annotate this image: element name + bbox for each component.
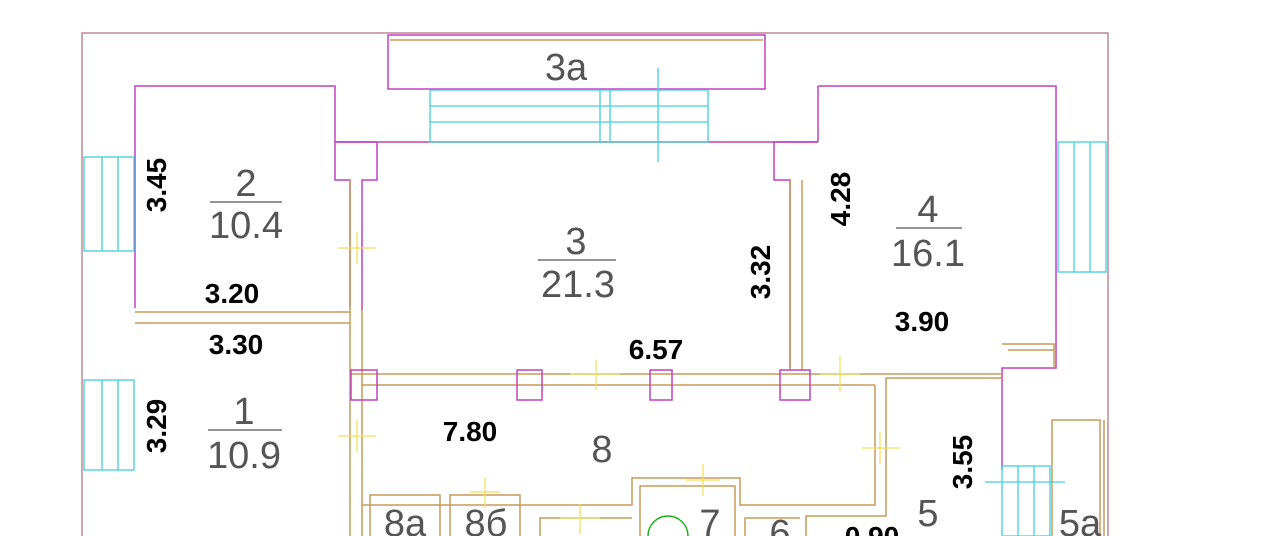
room-4-number: 4 [917, 189, 938, 231]
room-3-left-column [335, 141, 378, 310]
room-3-right-column [773, 141, 818, 368]
dimension-6-57: 6.57 [629, 334, 684, 365]
room-5-corner [1002, 343, 1055, 368]
column [779, 369, 811, 401]
dimension-3-29: 3.29 [141, 399, 172, 454]
room-8b-label: 8б [465, 503, 508, 536]
window-room-1 [83, 379, 135, 471]
room-3a-label: 3a [545, 47, 588, 89]
toilet-fixture [647, 515, 689, 536]
window-room-5 [985, 465, 1065, 536]
room-6-label: 6 [769, 513, 790, 536]
dimension-7-80: 7.80 [443, 416, 498, 447]
room-4-wall [818, 85, 1057, 470]
room-7-wall [639, 485, 736, 536]
room-8a-wall [369, 494, 441, 536]
room-5a-wall [1051, 419, 1101, 536]
balcony-door [429, 68, 709, 162]
column [350, 369, 378, 401]
room-3-area: 21.3 [541, 264, 615, 306]
dimension-3-30: 3.30 [209, 329, 264, 360]
room-7-label: 7 [699, 503, 720, 536]
door-markers [338, 232, 900, 534]
window-room-2 [83, 156, 135, 252]
dimension-3-45: 3.45 [141, 158, 172, 213]
balcony-3a-outline [387, 34, 766, 90]
room-4-area: 16.1 [891, 233, 965, 275]
room-8a-label: 8a [384, 503, 427, 536]
room-5-label: 5 [917, 493, 938, 535]
dimension-3-55: 3.55 [947, 435, 978, 490]
room-1-number: 1 [233, 391, 254, 433]
dimension-3-90: 3.90 [895, 306, 950, 337]
dimension-partial: 0.90 [845, 521, 900, 536]
dimension-4-28: 4.28 [825, 172, 856, 227]
room-2-area: 10.4 [209, 205, 283, 247]
outer-wall [81, 32, 1109, 536]
dimension-3-20: 3.20 [205, 278, 260, 309]
window-room-4 [1057, 141, 1107, 273]
column [649, 369, 673, 401]
room-8-label: 8 [591, 429, 612, 471]
room-6-wall [744, 517, 800, 536]
room-6-wall [539, 517, 632, 536]
room-3-number: 3 [565, 221, 586, 263]
column [516, 369, 543, 401]
dimension-3-32: 3.32 [745, 245, 776, 300]
room-2-number: 2 [235, 163, 256, 205]
corridor-right-wall-outer [805, 378, 887, 536]
room-5a-label: 5a [1059, 503, 1102, 536]
corridor-right-wall [362, 385, 876, 506]
room-1-area: 10.9 [207, 435, 281, 477]
